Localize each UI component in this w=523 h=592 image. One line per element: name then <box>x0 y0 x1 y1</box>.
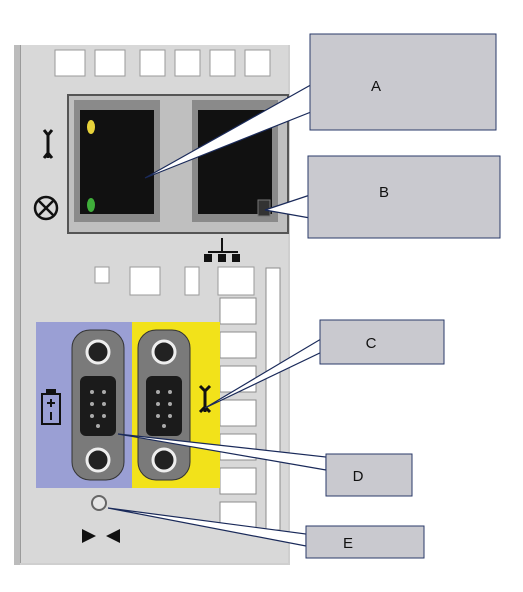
callout-b-label: B <box>379 184 389 201</box>
port-led-yellow <box>87 120 95 134</box>
callout-b: B <box>307 155 501 239</box>
locate-icon <box>82 529 120 543</box>
callout-a-label: A <box>371 78 381 95</box>
leader-lines <box>107 80 327 547</box>
locate-led <box>91 495 107 511</box>
callout-a: A <box>309 33 497 131</box>
no-wrench-icon <box>33 195 59 221</box>
network-icon <box>204 238 240 262</box>
right-vent-grille <box>219 267 281 531</box>
top-vent-grille <box>54 49 271 77</box>
serial-wrench-icon <box>198 384 212 414</box>
battery-icon <box>41 389 61 425</box>
port-led-green <box>87 198 95 212</box>
wrench-icon <box>42 129 54 159</box>
callout-c-label: C <box>366 335 377 352</box>
callout-e-label: E <box>343 535 353 552</box>
middle-vent-row <box>94 266 255 296</box>
callout-d: D <box>325 453 413 497</box>
serial-port-2 <box>137 329 191 481</box>
callout-e: E <box>305 525 425 559</box>
callout-c: C <box>319 319 445 365</box>
link-led <box>257 199 271 217</box>
callout-d-label: D <box>353 468 364 485</box>
serial-port-1 <box>71 329 125 481</box>
